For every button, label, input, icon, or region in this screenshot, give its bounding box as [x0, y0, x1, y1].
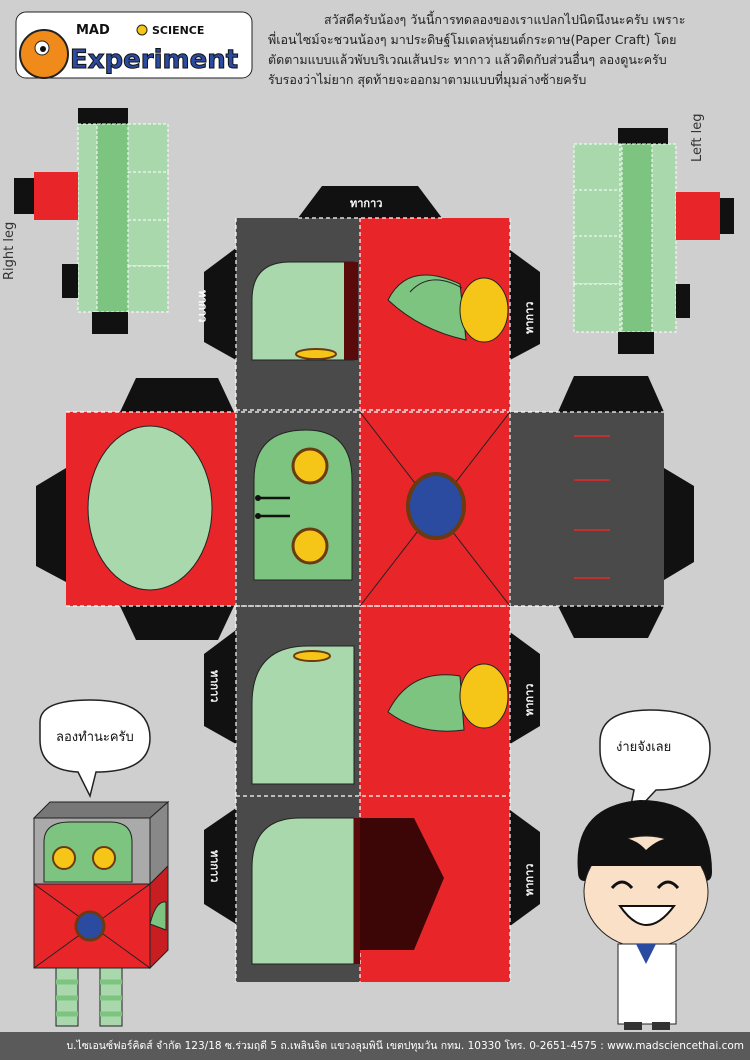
glue-label-right-3: ทากาว [523, 863, 536, 896]
mad-science-experiment-logo: MAD SCIENCE Experiment [15, 11, 253, 79]
intro-line: พี่เอนไซม์จะชวนน้องๆ มาประดิษฐ์โมเดลหุ่น… [268, 32, 677, 47]
logo-experiment-text: Experiment [70, 45, 238, 75]
glue-label-right-2: ทากาว [523, 683, 536, 716]
glue-label-left-3: ทากาว [208, 850, 221, 883]
bubble-left-text: ลองทำนะครับ [56, 730, 134, 745]
glue-label-top: ทากาว [350, 197, 383, 210]
glue-label-left-2: ทากาว [208, 670, 221, 703]
logo-mad-text: MAD [76, 23, 110, 38]
body-net [36, 186, 694, 982]
intro-line: รับรองว่าไม่ยาก สุดท้ายจะออกมาตามแบบที่ม… [268, 72, 587, 87]
bubble-left [39, 699, 151, 799]
scientist-character [577, 800, 712, 1030]
intro-line: ตัดตามแบบแล้วพับบริเวณเส้นประ ทากาว แล้ว… [268, 52, 667, 67]
bubble-right-text: ง่ายจังเลย [616, 740, 672, 755]
logo-science-text: SCIENCE [152, 24, 204, 37]
footer-address: บ.ไซเอนซ์ฟอร์คิดส์ จำกัด 123/18 ซ.ร่วมฤด… [0, 1032, 750, 1060]
finished-robot-illustration [32, 800, 170, 1027]
intro-paragraph: สวัสดีครับน้องๆ วันนี้การทดลองของเราแปลก… [268, 10, 742, 90]
glue-label-left-1: ทากาว [196, 290, 209, 323]
bubble-right [599, 709, 711, 823]
right-leg-label: Right leg [2, 221, 17, 280]
right-leg-piece [14, 108, 169, 334]
left-leg-label: Left leg [690, 113, 705, 162]
left-leg-piece [573, 128, 734, 354]
glue-label-right-1: ทากาว [523, 301, 536, 334]
intro-line: สวัสดีครับน้องๆ วันนี้การทดลองของเราแปลก… [324, 12, 686, 27]
